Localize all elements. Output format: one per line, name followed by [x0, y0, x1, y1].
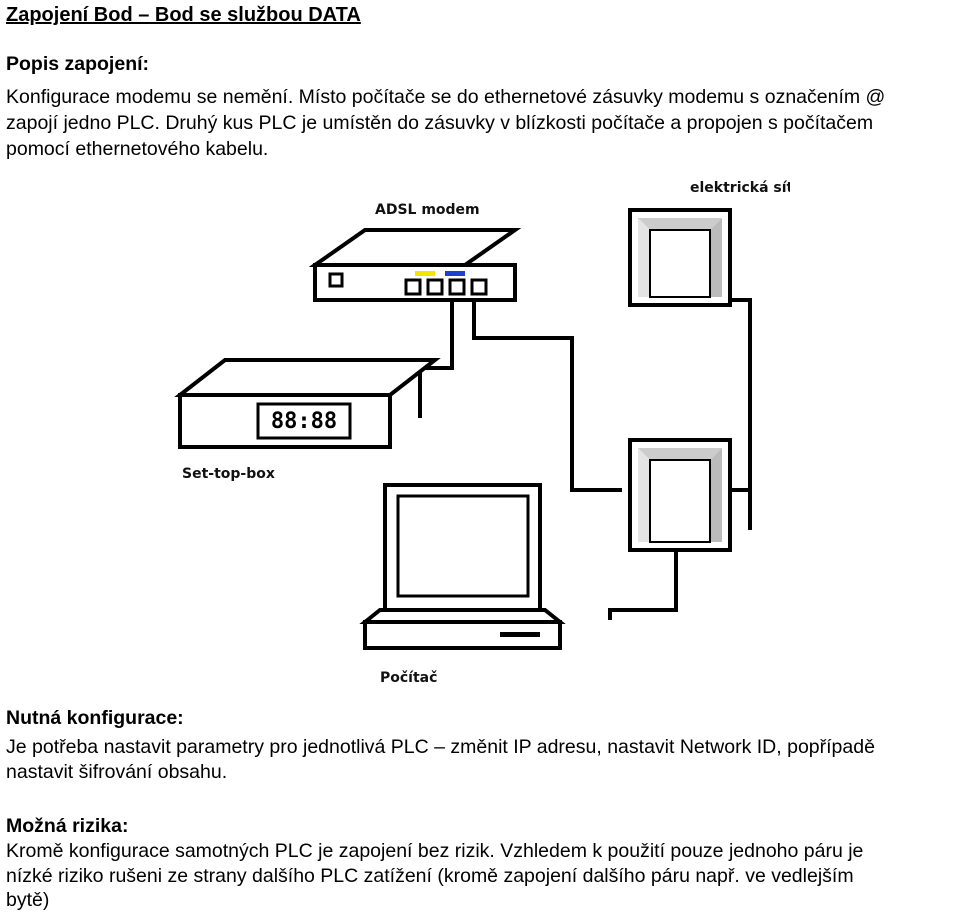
- configuration-line-1: Je potřeba nastavit parametry pro jednot…: [6, 736, 875, 758]
- cable-plc2-to-pc: [608, 550, 678, 620]
- cable-plc2-to-grid: [730, 488, 752, 530]
- section-heading-risks: Možná rizika:: [6, 815, 129, 837]
- modem-top: [308, 228, 522, 267]
- description-line-1: Konfigurace modemu se nemění. Místo počí…: [6, 86, 886, 108]
- cable-modem-to-stb: [418, 292, 454, 418]
- led-blue: [445, 271, 465, 276]
- section-heading-configuration: Nutná konfigurace:: [6, 707, 184, 729]
- cable-plc1-to-grid: [730, 298, 752, 530]
- description-line-3: pomocí ethernetového kabelu.: [6, 138, 269, 160]
- computer: Počítač: [359, 483, 566, 686]
- risks-line-2: nízké riziko rušeni ze strany dalšího PL…: [6, 865, 854, 887]
- led-yellow: [415, 271, 435, 276]
- cables: [418, 292, 752, 620]
- document-title: Zapojení Bod – Bod se službou DATA: [6, 4, 361, 26]
- label-computer: Počítač: [380, 670, 437, 686]
- adsl-modem: ADSL modem: [308, 202, 522, 302]
- label-electric-grid: elektrická síť: [690, 180, 790, 196]
- section-heading-description: Popis zapojení:: [6, 53, 150, 75]
- modem-port-1: [404, 278, 422, 296]
- label-set-top-box: Set-top-box: [182, 466, 275, 482]
- modem-port-2: [426, 278, 444, 296]
- stb-display: 88:88: [271, 409, 337, 434]
- modem-power-button: [328, 272, 344, 288]
- plc-adapter-1: elektrická síť: [628, 180, 790, 307]
- configuration-line-2: nastavit šifrování obsahu.: [6, 761, 228, 783]
- description-line-2: zapojí jedno PLC. Druhý kus PLC je umíst…: [6, 112, 874, 134]
- modem-port-3: [448, 278, 466, 296]
- label-adsl-modem: ADSL modem: [375, 202, 480, 218]
- risks-line-1: Kromě konfigurace samotných PLC je zapoj…: [6, 840, 864, 862]
- connection-diagram: ADSL modem elektrická síť 88:88 Set-top-…: [174, 180, 790, 686]
- set-top-box: 88:88 Set-top-box: [174, 358, 441, 482]
- modem-port-4: [470, 278, 488, 296]
- plc-adapter-2: [628, 438, 732, 552]
- cable-modem-to-plc1: [472, 292, 622, 492]
- risks-line-3: bytě): [6, 889, 50, 911]
